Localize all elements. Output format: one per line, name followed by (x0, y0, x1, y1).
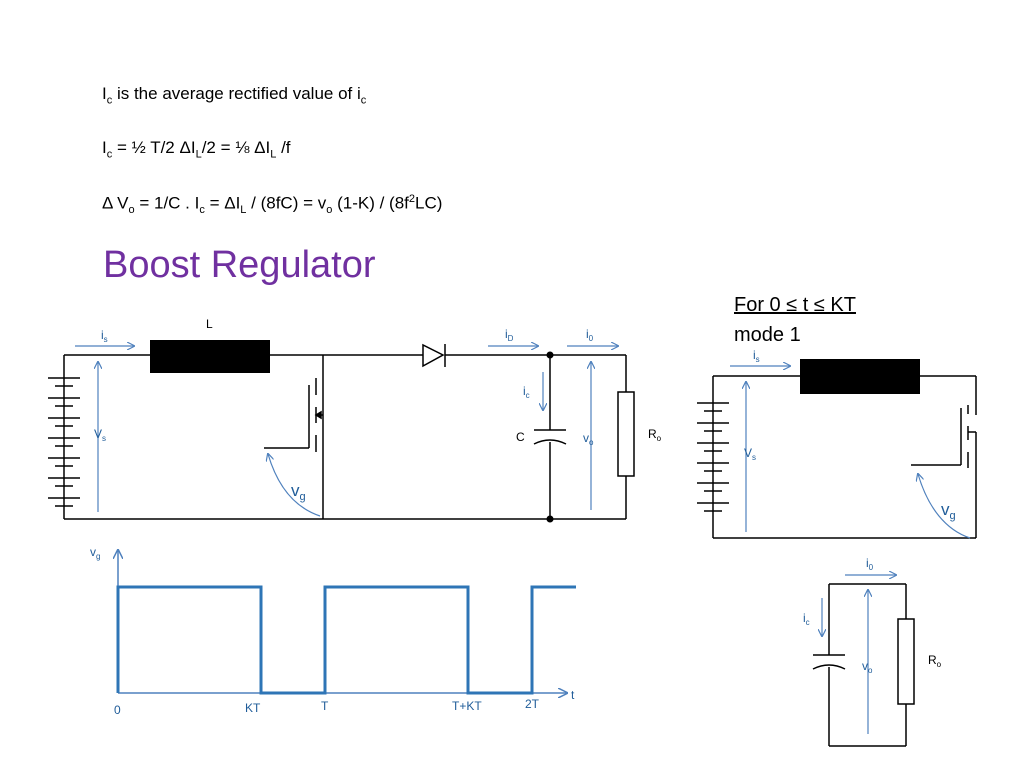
battery-mode1 (697, 402, 729, 512)
label-ic: ic (523, 384, 530, 400)
output-label-i0: i0 (866, 556, 874, 572)
mode1-label-Vs: Vs (744, 446, 756, 462)
inductor-main (150, 340, 270, 373)
inductor-mode1 (800, 359, 920, 394)
label-is: is (101, 328, 108, 344)
output-circuit (812, 583, 907, 747)
mode-interval: For 0 ≤ t ≤ KT (734, 294, 856, 316)
label-Ro: Ro (648, 427, 662, 443)
diode-main (422, 343, 446, 368)
tick-T-plus-KT: T+KT (452, 699, 482, 713)
label-inductor: L (206, 317, 213, 331)
output-label-vo: vo (862, 659, 873, 675)
boost-circuit (63, 354, 627, 520)
equation-line-2: Ic = ½ T/2 ΔIL/2 = ⅛ ΔIL /f (102, 138, 291, 161)
current-arrows-mode1 (730, 366, 971, 539)
node-top (546, 351, 554, 359)
slide-title: Boost Regulator (103, 244, 376, 286)
label-i0: i0 (586, 327, 594, 343)
current-arrows-output (822, 575, 896, 734)
capacitor-main (533, 429, 567, 445)
mode-note: For 0 ≤ t ≤ KT mode 1 (734, 290, 856, 350)
mode1-label-vg: vg (941, 500, 956, 522)
label-vg: vg (291, 481, 306, 503)
mode1-label-is: is (753, 348, 760, 364)
equation-line-3: Δ Vo = 1/C . Ic = ΔIL / (8fC) = vo (1-K)… (102, 193, 443, 217)
output-label-Ro: Ro (928, 653, 942, 669)
label-iD: iD (505, 327, 514, 343)
output-label-ic: ic (803, 611, 810, 627)
square-wave (116, 585, 576, 695)
node-bottom (546, 515, 554, 523)
mode-label: mode 1 (734, 324, 801, 346)
mosfet-main (264, 355, 324, 519)
tick-KT: KT (245, 701, 261, 715)
waveform-x-label: t (571, 688, 575, 702)
tick-2T: 2T (525, 697, 540, 711)
resistor-main (617, 391, 635, 477)
equation-line-1: Ic is the average rectified value of ic (102, 84, 367, 107)
vg-waveform (118, 550, 576, 693)
label-Vs: Vs (94, 427, 106, 443)
waveform-y-label: vg (90, 545, 100, 561)
battery-main (48, 377, 80, 507)
tick-T: T (321, 699, 329, 713)
label-capacitor: C (516, 430, 525, 444)
current-arrows-main (75, 346, 618, 517)
resistor-output (897, 618, 915, 705)
tick-0: 0 (114, 703, 121, 717)
label-vo: vo (583, 431, 594, 447)
